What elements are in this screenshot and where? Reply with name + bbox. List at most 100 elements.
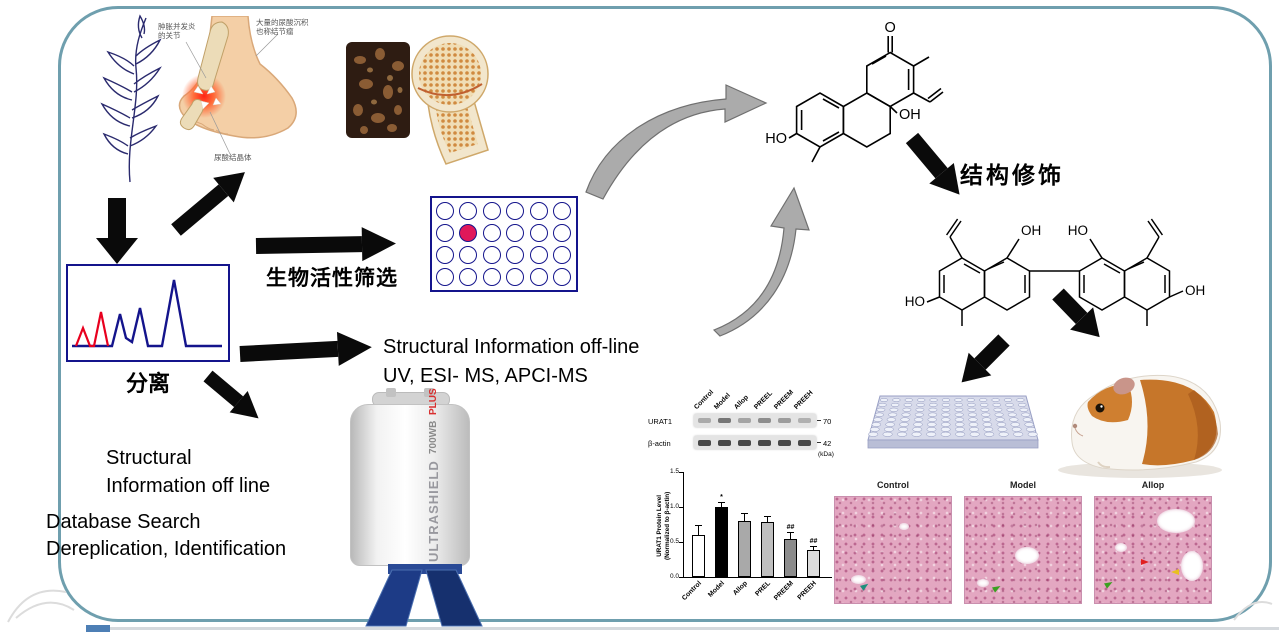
chart-y-tick: 1.5 bbox=[669, 468, 679, 475]
plate-well bbox=[1021, 412, 1031, 417]
plate-well bbox=[967, 412, 978, 417]
plate-well bbox=[903, 402, 913, 407]
blot-bands-urat1 bbox=[694, 414, 816, 427]
chart-y-tick: 0.0 bbox=[669, 573, 679, 580]
plate-well bbox=[941, 412, 951, 417]
chart-tick-mark bbox=[679, 472, 683, 473]
plate-well bbox=[879, 398, 889, 402]
tissue-cavity bbox=[977, 579, 989, 587]
plate-well bbox=[955, 431, 966, 437]
blot-row1-label: URAT1 bbox=[648, 417, 673, 426]
plate-well bbox=[940, 431, 951, 437]
hplc-chromatogram bbox=[66, 264, 230, 362]
microplate-well bbox=[436, 268, 454, 287]
plate-well bbox=[996, 422, 1007, 427]
bioassay-microplate bbox=[430, 196, 578, 292]
plate-well bbox=[916, 402, 925, 407]
gout-label-urate-crystal: 尿酸结晶体 bbox=[214, 153, 252, 162]
chart-bar bbox=[738, 521, 751, 577]
plate-well bbox=[882, 431, 893, 437]
tissue-cavity bbox=[1181, 551, 1203, 581]
structural-text-line2: Information off line bbox=[106, 475, 271, 497]
arrow-down-to-chromatogram bbox=[96, 198, 138, 264]
chart-error-cap bbox=[764, 515, 771, 517]
chart-tick-mark bbox=[679, 507, 683, 508]
annotation-arrow bbox=[1171, 569, 1179, 575]
plate-well bbox=[1011, 427, 1022, 432]
plate-well bbox=[968, 422, 979, 427]
tissue-cavity bbox=[1115, 543, 1127, 552]
plate-well bbox=[869, 427, 880, 432]
blot-row1-mw: 70 bbox=[823, 417, 832, 426]
medicinal-plant-sketch bbox=[100, 14, 162, 183]
nmr-port bbox=[424, 388, 434, 397]
mw-tick bbox=[817, 420, 821, 421]
blot-lane-label: PREEM bbox=[773, 388, 796, 411]
plate-well bbox=[955, 427, 965, 432]
chart-bar bbox=[761, 522, 774, 577]
plate-well bbox=[926, 427, 937, 432]
histology-unit-allop: Allop bbox=[1094, 480, 1212, 614]
blot-band bbox=[758, 440, 771, 446]
plate-well bbox=[912, 427, 923, 432]
plate-well bbox=[913, 422, 923, 427]
nmr-brand-label: ULTRASHIELD bbox=[426, 460, 441, 562]
plate-well bbox=[981, 417, 992, 422]
plate-well bbox=[898, 427, 908, 432]
offline-info-line1: Structural Information off-line bbox=[383, 336, 640, 358]
microplate-well bbox=[506, 246, 525, 265]
arrow-to-well-plate bbox=[961, 334, 1010, 383]
blot-band bbox=[778, 418, 791, 423]
plate-well bbox=[1016, 398, 1025, 402]
dimer-structure-bonds bbox=[926, 218, 1184, 326]
blot-row2-label: β-actin bbox=[648, 439, 671, 448]
chart-y-tick: 1.0 bbox=[669, 503, 679, 510]
nmr-port bbox=[386, 388, 396, 397]
plate-well bbox=[980, 407, 990, 412]
microplate-well bbox=[553, 246, 571, 265]
urat1-bar-chart: URAT1 Protein Level (Normalized to β-act… bbox=[643, 466, 841, 626]
histology-image-model bbox=[964, 496, 1082, 604]
plate-well bbox=[886, 417, 897, 422]
chart-significance-annotation: * bbox=[720, 493, 723, 501]
tissue-cavity bbox=[1015, 547, 1039, 564]
bioassay-label: 生物活性筛选 bbox=[266, 265, 398, 290]
microplate-well bbox=[459, 246, 478, 265]
mw-tick bbox=[817, 442, 821, 443]
database-search-label: Database Search bbox=[46, 511, 201, 533]
plate-well bbox=[913, 417, 924, 422]
compound-structure-dimer: OH HO HO OH bbox=[905, 218, 1205, 326]
plate-well bbox=[878, 402, 887, 407]
dimer-ho-center-label: HO bbox=[1068, 223, 1088, 238]
plate-well bbox=[954, 402, 963, 407]
chart-error-cap bbox=[695, 524, 702, 526]
chart-error-bar bbox=[744, 514, 745, 521]
plate-well bbox=[929, 402, 938, 407]
microplate-wells bbox=[432, 198, 576, 290]
histology-image-allop bbox=[1094, 496, 1212, 604]
chart-plot-area: *#### bbox=[683, 472, 832, 578]
plate-well bbox=[992, 402, 1002, 407]
plate-well bbox=[998, 431, 1009, 437]
plate-well bbox=[868, 431, 879, 437]
nmr-branding: ULTRASHIELD 700WB PLUS bbox=[426, 388, 441, 562]
microplate-well bbox=[529, 201, 548, 220]
annotation-arrow bbox=[992, 583, 1002, 593]
blot-band bbox=[718, 440, 731, 446]
nmr-magnet-body bbox=[350, 404, 470, 566]
microplate-active-well bbox=[459, 223, 478, 242]
ketone-o-label: O bbox=[885, 20, 896, 36]
plate-well bbox=[1007, 412, 1017, 417]
plate-well bbox=[969, 427, 979, 432]
chart-tick-mark bbox=[679, 577, 683, 578]
plate-well bbox=[1019, 407, 1029, 412]
plate-well bbox=[914, 412, 924, 417]
blot-lane-label: PREEH bbox=[793, 389, 815, 411]
chart-significance-annotation: ## bbox=[809, 537, 818, 545]
hydroxyl-oh-label: OH bbox=[899, 107, 921, 123]
blot-band bbox=[738, 440, 751, 446]
curved-arrow-upper bbox=[585, 84, 768, 200]
plate-well bbox=[911, 431, 922, 437]
microplate-well bbox=[482, 246, 501, 265]
blot-lane-label: Control bbox=[693, 388, 716, 411]
